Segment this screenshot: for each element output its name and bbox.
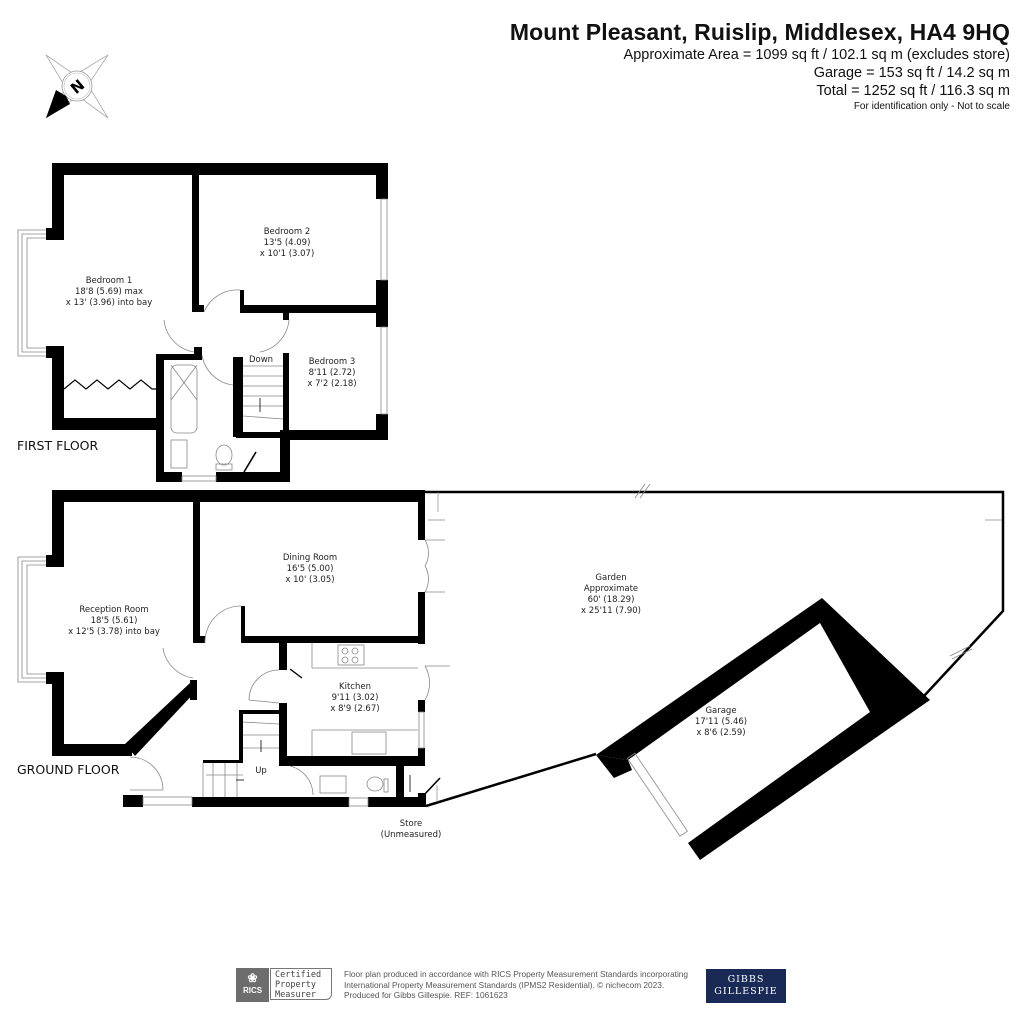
- room-dimension: x 25'11 (7.90): [581, 606, 641, 616]
- room-name: Dining Room: [283, 553, 337, 563]
- agent-logo-line: GILLESPIE: [714, 986, 778, 997]
- rics-logo: ❀ RICS: [236, 968, 269, 1002]
- plan-header: Mount Pleasant, Ruislip, Middlesex, HA4 …: [510, 18, 1010, 113]
- first-floor-fixtures: [17, 198, 388, 482]
- room-name: Garage: [705, 706, 736, 716]
- room-dimension: 18'5 (5.61): [91, 616, 138, 626]
- room-dimension: x 13' (3.96) into bay: [66, 298, 152, 308]
- room-name: Bedroom 1: [86, 276, 133, 286]
- approximate-area: Approximate Area = 1099 sq ft / 102.1 sq…: [623, 47, 1010, 63]
- floor-label: FIRST FLOOR: [17, 438, 98, 453]
- room-dimension: 18'8 (5.69) max: [75, 287, 143, 297]
- room-name: Kitchen: [339, 682, 371, 692]
- room-name: Reception Room: [79, 605, 148, 615]
- floor-label: GROUND FLOOR: [17, 762, 120, 777]
- total-area: Total = 1252 sq ft / 116.3 sq m: [816, 83, 1010, 99]
- badge-line: Property: [275, 980, 316, 990]
- ground-floor-plan: [46, 490, 426, 807]
- agent-logo-line: GIBBS: [727, 974, 765, 985]
- stairs-label: Up: [255, 766, 267, 776]
- stairs-label: Down: [249, 355, 273, 365]
- room-name: Bedroom 3: [309, 357, 356, 367]
- rics-certification: ❀ RICS Certified Property Measurer: [236, 968, 336, 1002]
- room-dimension: x 10' (3.05): [285, 575, 334, 585]
- store-label: Store: [400, 819, 422, 829]
- ground-floor-fixtures: [17, 539, 450, 807]
- room-dimension: 13'5 (4.09): [264, 238, 311, 248]
- room-dimension: 16'5 (5.00): [287, 564, 334, 574]
- certified-measurer-badge: Certified Property Measurer: [270, 968, 332, 1000]
- scale-note: For identification only - Not to scale: [853, 101, 1010, 112]
- room-dimension: 17'11 (5.46): [695, 717, 747, 727]
- badge-line: Measurer: [275, 990, 316, 1000]
- store-note: (Unmeasured): [381, 830, 442, 840]
- room-dimension: 9'11 (3.02): [332, 693, 379, 703]
- disclaimer-line: Produced for Gibbs Gillespie. REF: 10616…: [344, 990, 508, 1000]
- garden-boundary: [425, 483, 1005, 808]
- first-floor-plan: [46, 163, 388, 482]
- badge-line: Certified: [275, 970, 322, 980]
- room-dimension: 60' (18.29): [588, 595, 635, 605]
- property-address: Mount Pleasant, Ruislip, Middlesex, HA4 …: [509, 19, 1010, 45]
- room-dimension: x 8'9 (2.67): [330, 704, 379, 714]
- agent-logo: GIBBS GILLESPIE: [706, 969, 786, 1003]
- room-dimension: x 12'5 (3.78) into bay: [68, 627, 160, 637]
- room-dimension: Approximate: [584, 584, 638, 594]
- rics-crest-icon: ❀: [247, 971, 258, 985]
- footer: ❀ RICS Certified Property Measurer Floor…: [236, 968, 788, 1004]
- disclaimer-line: Floor plan produced in accordance with R…: [344, 969, 689, 979]
- garage-door: [626, 752, 688, 837]
- rics-logo-text: RICS: [242, 986, 263, 995]
- room-dimension: 8'11 (2.72): [309, 368, 356, 378]
- first-floor-labels: Bedroom 1 18'8 (5.69) max x 13' (3.96) i…: [17, 227, 357, 453]
- garage-structure: [596, 598, 930, 860]
- disclaimer-line: International Property Measurement Stand…: [344, 979, 665, 990]
- room-name: Bedroom 2: [264, 227, 311, 237]
- ground-floor-labels: Reception Room 18'5 (5.61) x 12'5 (3.78)…: [17, 553, 747, 840]
- room-dimension: x 10'1 (3.07): [260, 249, 315, 259]
- garage-area: Garage = 153 sq ft / 14.2 sq m: [813, 65, 1010, 81]
- room-dimension: x 8'6 (2.59): [696, 728, 745, 738]
- disclaimer-text: Floor plan produced in accordance with R…: [344, 969, 694, 1001]
- compass-north-icon: N: [45, 54, 109, 119]
- room-dimension: x 7'2 (2.18): [307, 379, 356, 389]
- room-name: Garden: [595, 573, 626, 583]
